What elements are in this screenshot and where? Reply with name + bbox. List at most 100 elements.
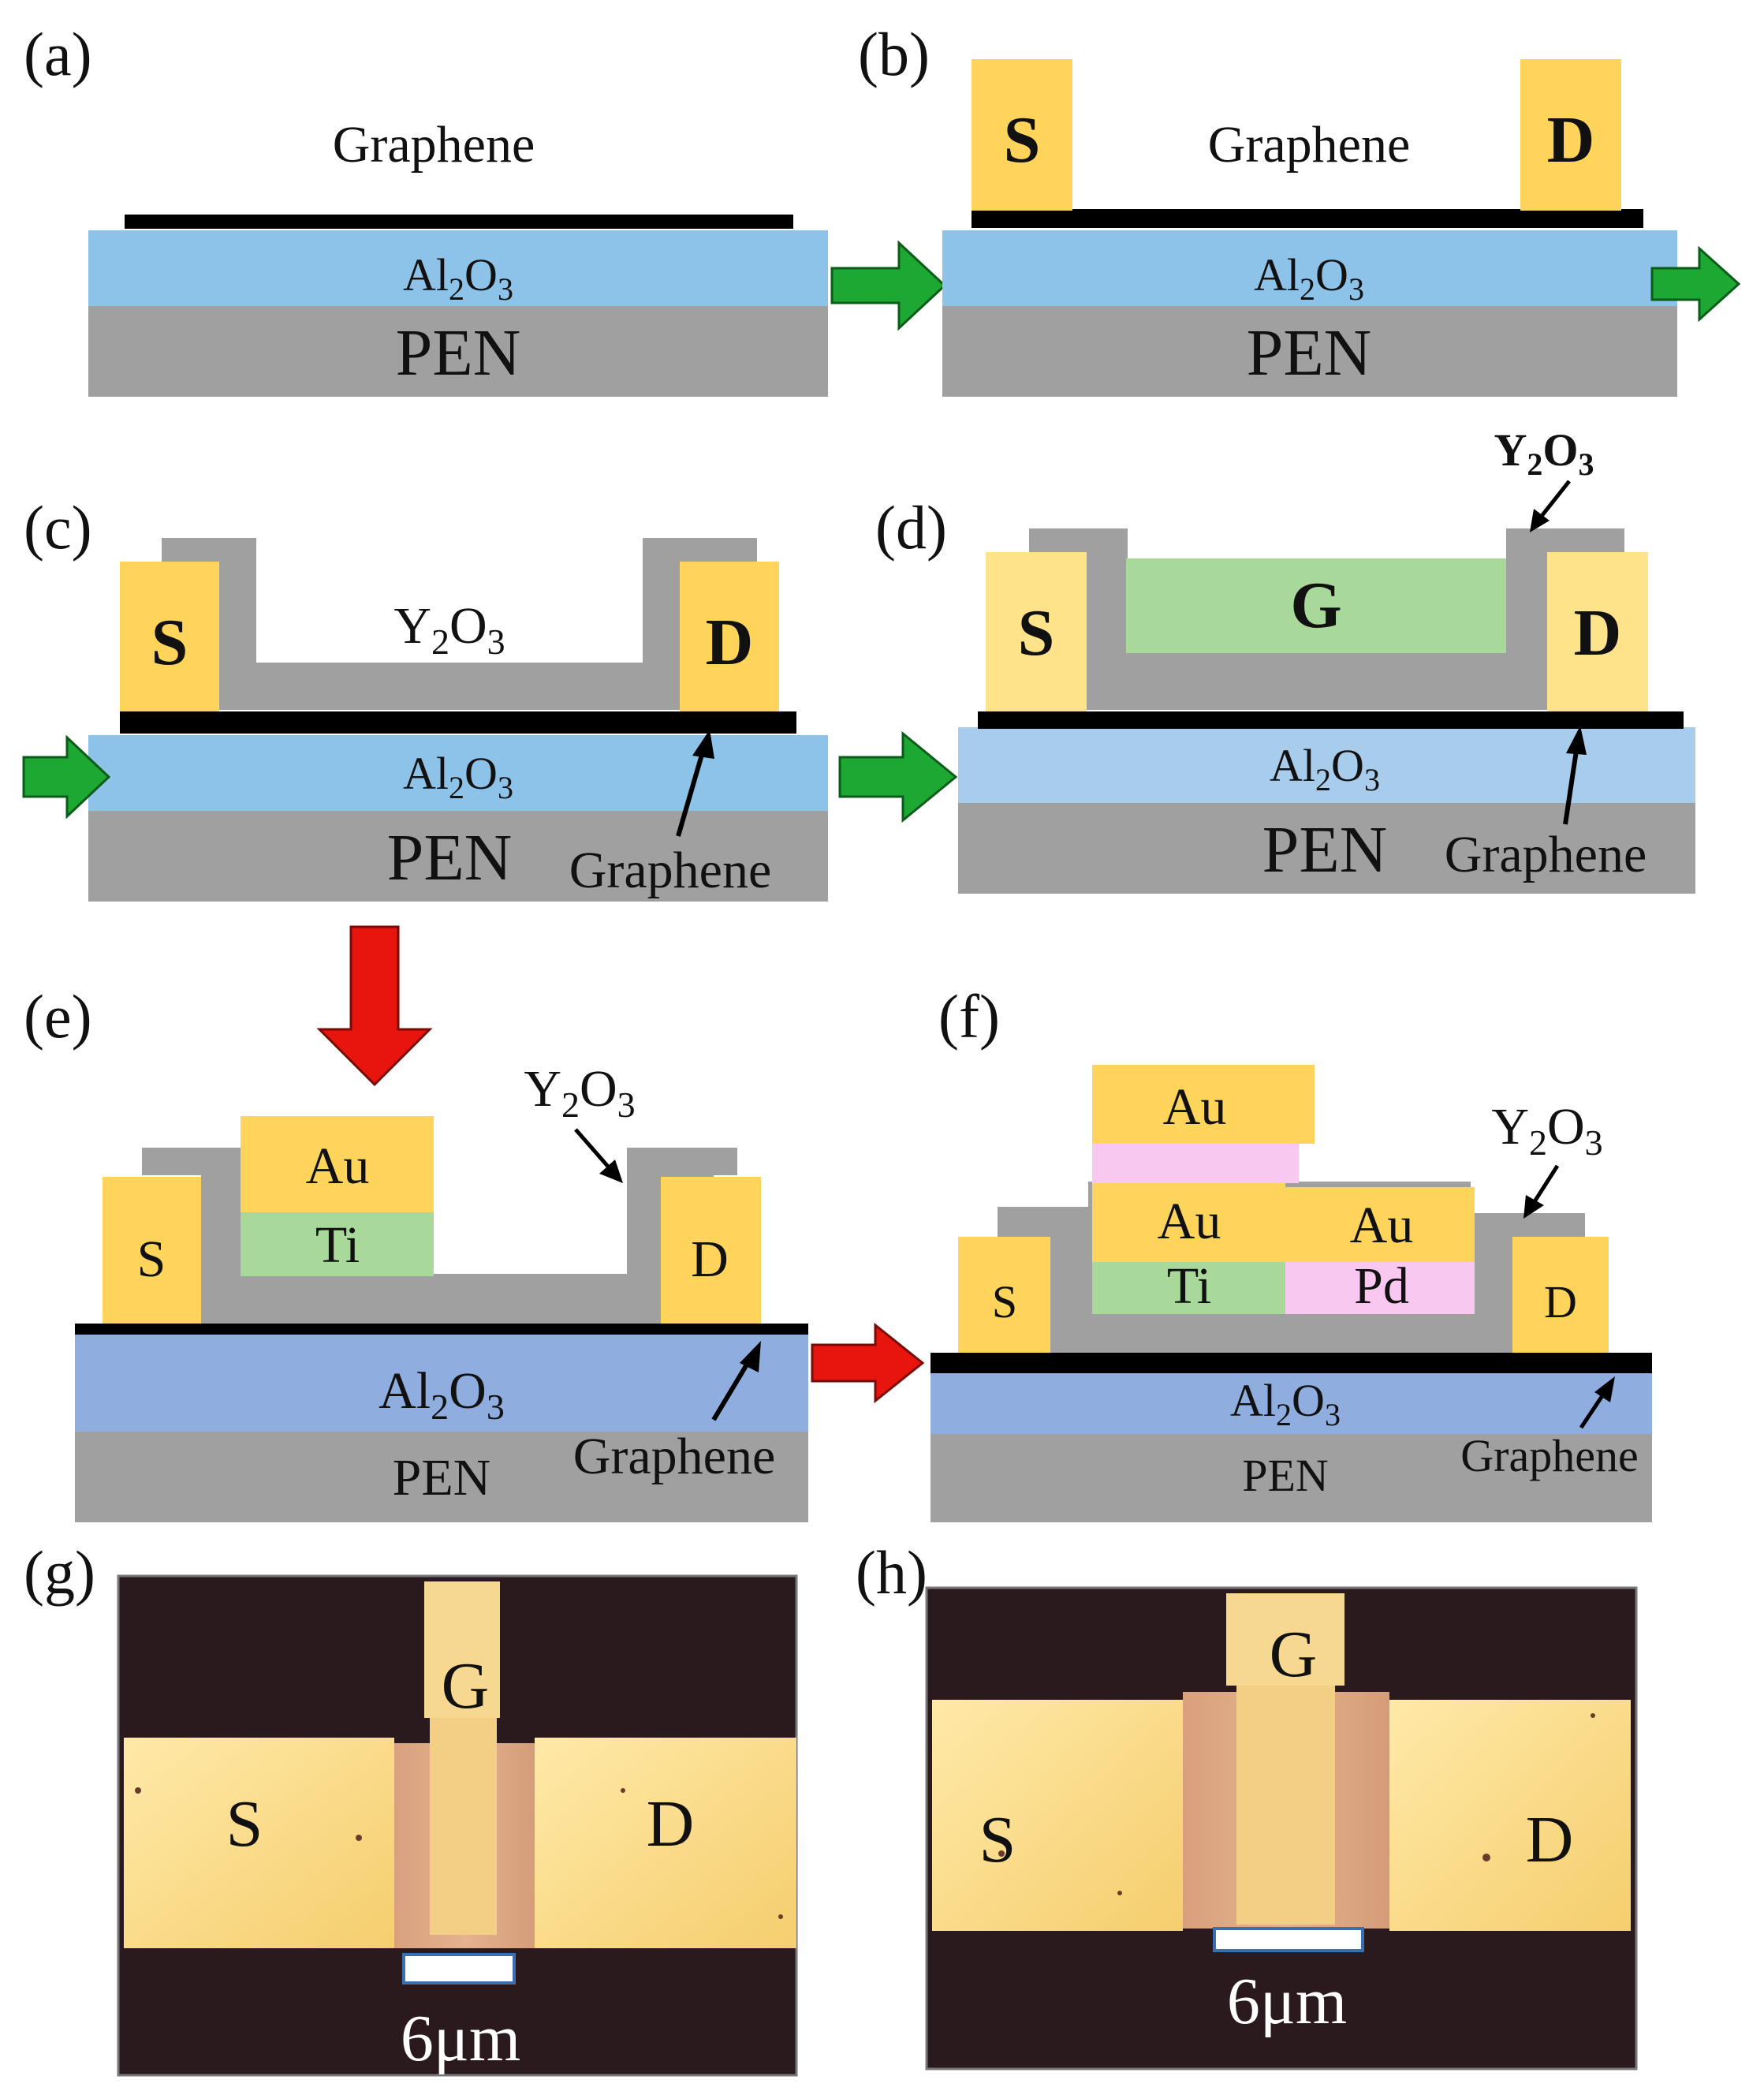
source-label: S <box>151 606 188 679</box>
y2o3-pointer-head <box>599 1159 623 1183</box>
drain-label: D <box>1526 1803 1574 1876</box>
scale-label: 6μm <box>1227 1965 1347 2038</box>
drain-contact <box>1512 1237 1609 1353</box>
panel-f: (f) S D Au Au Ti Au Pd Y2O3 Al2O3 PEN Gr… <box>930 982 1652 1522</box>
source-label: S <box>137 1230 166 1288</box>
drain-contact <box>1547 552 1648 711</box>
scale-label: 6μm <box>401 2002 520 2075</box>
panel-h: (h) G S D 6μm <box>856 1538 1638 2070</box>
top-au-label: Au <box>1163 1078 1227 1136</box>
pen-substrate <box>75 1429 808 1522</box>
drain-contact <box>1520 59 1621 211</box>
al2o3-label: Al2O3 <box>1254 249 1364 307</box>
panel-a-label: (a) <box>24 20 92 88</box>
panel-e-label: (e) <box>24 982 92 1051</box>
al2o3-layer <box>942 230 1677 306</box>
graphene-layer <box>125 215 793 229</box>
particle <box>356 1835 362 1841</box>
panel-c-label: (c) <box>24 493 92 562</box>
left-ti-label: Ti <box>1167 1257 1211 1315</box>
source-label: S <box>979 1803 1016 1876</box>
panel-e: (e) S D Au Ti Y2O3 Al2O3 PEN Graphene <box>24 982 808 1522</box>
right-gate-au-layer <box>1285 1187 1475 1262</box>
graphene-pointer-arrow <box>1563 745 1579 825</box>
y2o3-label: Y2O3 <box>524 1060 635 1125</box>
drain-contact <box>680 562 779 711</box>
graphene-layer <box>75 1324 808 1335</box>
pen-substrate <box>88 304 828 397</box>
al2o3-label: Al2O3 <box>1230 1375 1341 1432</box>
source-pad <box>124 1738 394 1948</box>
graphene-label: Graphene <box>333 116 535 174</box>
y2o3-dielectric <box>142 1148 737 1324</box>
scale-bar <box>1213 1927 1364 1952</box>
y2o3-pointer-arrow <box>1531 1164 1560 1204</box>
gate-au-layer <box>241 1116 434 1212</box>
red-arrow-e-f <box>811 1322 925 1404</box>
gate-pad <box>424 1581 500 1718</box>
pen-label: PEN <box>1247 316 1372 390</box>
y2o3-pointer-arrow <box>1538 480 1571 521</box>
pen-label: PEN <box>1262 813 1388 887</box>
graphene-pointer-head <box>692 730 714 759</box>
graphene-layer <box>120 711 796 734</box>
panel-b-label: (b) <box>858 20 930 88</box>
green-arrow-a-b <box>830 240 947 331</box>
pen-label: PEN <box>1242 1450 1329 1501</box>
left-au-label: Au <box>1158 1193 1221 1250</box>
top-pd-adhesion-layer <box>1092 1142 1299 1183</box>
graphene-label: Graphene <box>569 842 772 899</box>
y2o3-pointer-head <box>1523 1195 1544 1219</box>
al2o3-layer <box>75 1333 808 1432</box>
particle <box>998 1850 1005 1857</box>
red-arrow-down <box>316 925 433 1087</box>
particle <box>1117 1891 1122 1895</box>
source-contact <box>972 59 1072 211</box>
particle <box>621 1788 625 1793</box>
green-arrow-c-d <box>838 730 958 823</box>
graphene-label: Graphene <box>1445 826 1647 883</box>
pen-label: PEN <box>387 821 513 894</box>
y2o3-label: Y2O3 <box>1494 424 1594 482</box>
panel-g-label: (g) <box>24 1538 95 1607</box>
gate-label: G <box>442 1649 490 1723</box>
al2o3-label: Al2O3 <box>403 249 513 307</box>
graphene-pointer-arrow <box>711 1359 751 1421</box>
pen-label: PEN <box>393 1449 491 1507</box>
panel-a: (a) Graphene Al2O3 PEN <box>24 20 828 397</box>
graphene-pointer-head <box>740 1341 761 1372</box>
graphene-layer <box>972 209 1643 228</box>
y2o3-pointer-arrow <box>574 1128 610 1169</box>
right-pd-label: Pd <box>1354 1257 1409 1315</box>
graphene-pointer-arrow <box>1579 1391 1607 1429</box>
gate-label: G <box>1290 569 1341 642</box>
al2o3-label: Al2O3 <box>1270 740 1380 797</box>
particle <box>778 1914 783 1919</box>
graphene-layer <box>978 711 1684 729</box>
panel-g: (g) G S D 6μm <box>24 1538 798 2077</box>
pen-substrate <box>942 304 1677 397</box>
green-arrow-b-c <box>1650 245 1741 323</box>
graphene-pointer-head <box>1566 726 1587 755</box>
al2o3-layer <box>88 230 828 306</box>
gate-label: G <box>1270 1618 1318 1691</box>
particle <box>135 1787 141 1794</box>
source-contact <box>103 1177 201 1324</box>
al2o3-label: Al2O3 <box>403 748 513 805</box>
drain-pad <box>1389 1700 1631 1931</box>
al2o3-layer <box>930 1372 1652 1434</box>
panel-h-label: (h) <box>856 1538 927 1607</box>
right-au-label: Au <box>1350 1197 1414 1254</box>
graphene-label: Graphene <box>1208 116 1411 174</box>
gate-ti-layer <box>241 1211 434 1276</box>
graphene-pointer-head <box>1594 1376 1615 1402</box>
source-label: S <box>992 1276 1017 1327</box>
y2o3-label: Y2O3 <box>393 597 505 662</box>
panel-d: (d) S D G Y2O3 Al2O3 PEN Graphene <box>875 424 1695 894</box>
panel-d-label: (d) <box>875 493 947 562</box>
green-arrow-into-c <box>22 734 111 820</box>
gate-pad <box>1226 1593 1344 1686</box>
drain-label: D <box>1544 1276 1577 1327</box>
left-gate-au-layer <box>1092 1183 1285 1262</box>
